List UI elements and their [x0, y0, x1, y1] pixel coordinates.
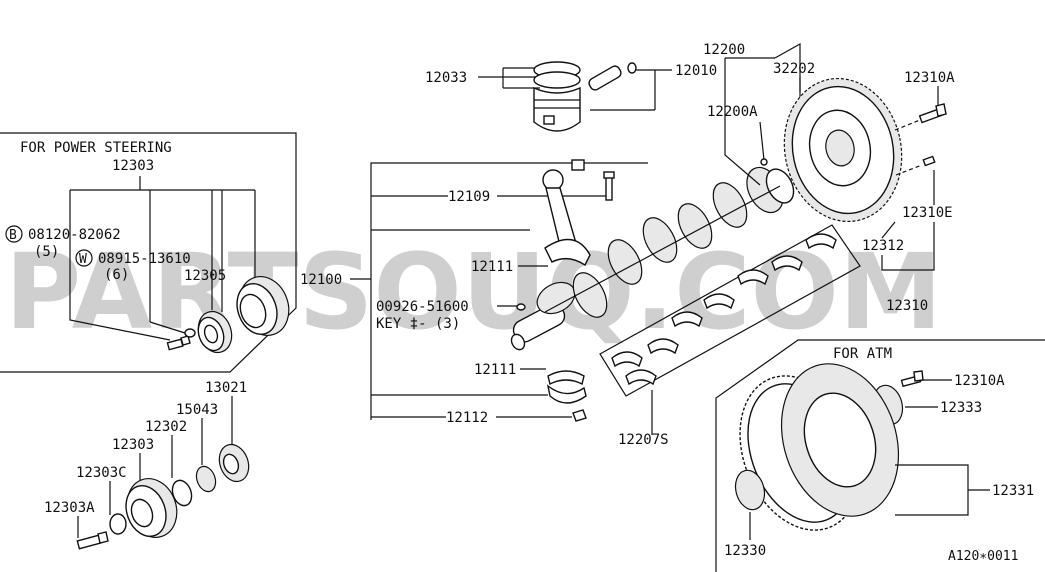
label-12333[interactable]: 12333: [940, 400, 982, 416]
label-12310A-atm[interactable]: 12310A: [954, 373, 1005, 389]
piston-group: 12033 12010: [425, 61, 717, 132]
label-12109[interactable]: 12109: [448, 189, 490, 205]
nut-12112-drawing: [572, 409, 587, 422]
label-12100[interactable]: 12100: [300, 272, 342, 288]
piston-pin-drawing: [588, 65, 622, 91]
label-12111-top[interactable]: 12111: [471, 259, 513, 275]
label-15043[interactable]: 15043: [176, 402, 218, 418]
flywheel-bolt-drawing: [918, 103, 947, 124]
flywheel-group: 12200 12200A 32202 12310A 12310E 12312 1…: [703, 42, 955, 314]
seal-12302-drawing: [171, 479, 193, 507]
label-12302[interactable]: 12302: [145, 419, 187, 435]
label-bolt-part[interactable]: 08120-82062: [28, 227, 121, 243]
label-washer-part[interactable]: 08915-13610: [98, 251, 191, 267]
snap-ring-drawing: [627, 62, 637, 74]
pulley-bolt-drawing: [76, 531, 109, 550]
atm-frame: [715, 339, 1045, 572]
connecting-rod-drawing: [542, 159, 615, 267]
label-12207S[interactable]: 12207S: [618, 432, 669, 448]
label-12310E[interactable]: 12310E: [902, 205, 953, 221]
label-12312[interactable]: 12312: [862, 238, 904, 254]
label-12111-bot[interactable]: 12111: [474, 362, 516, 378]
label-12010[interactable]: 12010: [675, 63, 717, 79]
crank-pulley-drawing: [125, 478, 178, 538]
label-12112[interactable]: 12112: [446, 410, 488, 426]
label-12305[interactable]: 12305: [184, 268, 226, 284]
label-12303C[interactable]: 12303C: [76, 465, 127, 481]
label-bolt-qty: (5): [34, 244, 59, 260]
label-12303-ps[interactable]: 12303: [112, 158, 154, 174]
key-drawing: [516, 303, 526, 311]
ps-washer-drawing: [184, 328, 196, 338]
bracket-12100: [370, 162, 648, 420]
power-steering-group: FOR POWER STEERING 12303 B 08120-82062 (…: [0, 132, 297, 373]
label-12303[interactable]: 12303: [112, 437, 154, 453]
power-steering-title: FOR POWER STEERING: [20, 140, 172, 156]
bearings-outline: [599, 224, 861, 397]
bearing-upper-drawing: [547, 370, 585, 386]
label-12033[interactable]: 12033: [425, 70, 467, 86]
flywheel-mt-drawing: [783, 77, 903, 223]
bolt-marker-b: [5, 225, 23, 243]
label-12330[interactable]: 12330: [724, 543, 766, 559]
bearing-lower-drawing: [546, 384, 587, 404]
ps-pulley-small: [197, 310, 233, 354]
label-12200[interactable]: 12200: [703, 42, 745, 58]
crankshaft-drawing: [510, 166, 795, 351]
label-12303A[interactable]: 12303A: [44, 500, 95, 516]
gear-15043-drawing: [195, 465, 217, 493]
label-key-part[interactable]: 00926-51600: [376, 299, 469, 315]
watermark: PARTSOUQ.COM: [5, 231, 942, 353]
conrod-group: 12100 12109 12111 12111 12112 00926-5160…: [300, 159, 648, 426]
washer-prefix: W: [79, 252, 87, 267]
label-12331[interactable]: 12331: [992, 483, 1034, 499]
pulley-washer-drawing: [109, 513, 127, 535]
atm-title: FOR ATM: [833, 346, 892, 362]
crank-pulley-group: 13021 15043 12302 12303 12303C 12303A: [44, 380, 250, 550]
atm-group: FOR ATM 12310A 12333 12331 12330 A120∗00…: [715, 339, 1045, 572]
pilot-bearing-drawing: [760, 158, 768, 166]
dowel-drawing: [922, 155, 936, 167]
washer-marker-w: [75, 249, 93, 267]
plate-12330-drawing: [734, 469, 766, 511]
sprocket-13021-drawing: [218, 443, 250, 483]
drive-plate-drawing: [739, 363, 900, 531]
label-12310[interactable]: 12310: [886, 298, 928, 314]
label-32202[interactable]: 32202: [773, 61, 815, 77]
label-13021[interactable]: 13021: [205, 380, 247, 396]
main-bearings-group: 12207S: [599, 224, 861, 448]
diagram-code: A120∗0011: [948, 549, 1018, 564]
label-key-text: KEY ‡- (3): [376, 316, 460, 332]
label-12310A-top[interactable]: 12310A: [904, 70, 955, 86]
label-12200A[interactable]: 12200A: [707, 104, 758, 120]
leader-bolt: [69, 190, 171, 341]
power-steering-frame: [0, 132, 297, 373]
piston-drawing: [533, 61, 581, 132]
label-washer-qty: (6): [104, 267, 129, 283]
atm-bolt-drawing: [900, 370, 924, 388]
ps-bolt-drawing: [166, 335, 191, 351]
bolt-prefix: B: [9, 228, 17, 243]
ps-pulley-large: [236, 276, 290, 336]
